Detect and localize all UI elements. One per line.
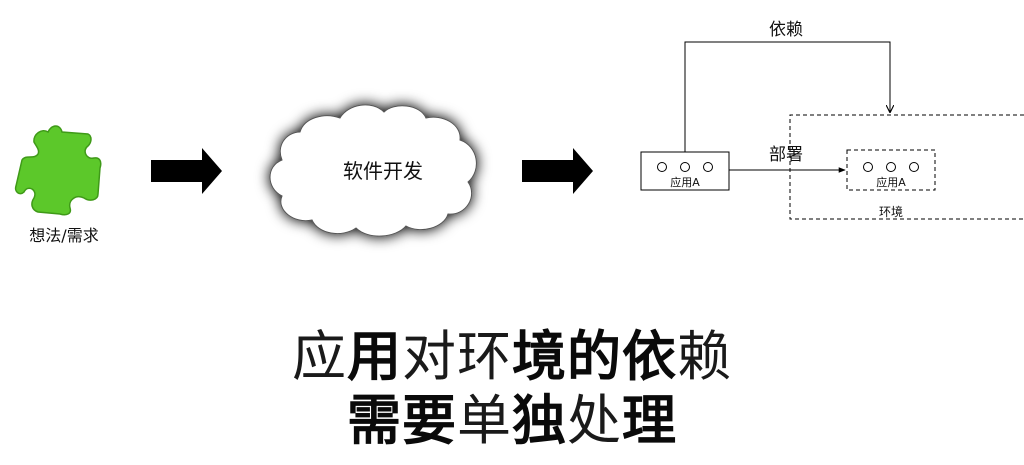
headline-char: 赖 <box>677 325 732 388</box>
headline-char: 单 <box>457 389 512 452</box>
software-dev-label: 软件开发 <box>343 159 423 183</box>
dependency-connector <box>684 41 890 152</box>
puzzle-piece-shape <box>14 125 102 216</box>
port-circle <box>909 162 919 172</box>
headline-char: 依 <box>622 325 677 388</box>
app-source-box: 应用A <box>640 151 730 191</box>
deploy-label: 部署 <box>769 145 803 165</box>
port-circle <box>680 162 690 172</box>
headline-char: 需 <box>347 389 402 452</box>
puzzle-piece-icon <box>14 125 102 216</box>
headline-line-1: 应用对环境的依赖 <box>0 326 1024 388</box>
thick-right-arrow-icon <box>151 148 222 194</box>
port-circle <box>863 162 873 172</box>
headline-char: 应 <box>292 325 347 388</box>
headline-char: 用 <box>347 325 402 388</box>
headline-char: 要 <box>402 389 457 452</box>
cloud-icon <box>269 104 477 237</box>
headline-char: 理 <box>622 389 677 452</box>
environment-boundary <box>789 114 1024 220</box>
headline-char: 独 <box>512 389 567 452</box>
headline-char: 的 <box>567 325 622 388</box>
headline-char: 环 <box>457 325 512 388</box>
flow-arrow-1 <box>151 148 222 194</box>
thick-right-arrow-icon <box>522 148 593 194</box>
headline-char: 境 <box>512 325 567 388</box>
headline-line-2: 需要单独处理 <box>0 390 1024 452</box>
app-source-label: 应用A <box>670 175 700 189</box>
port-circle <box>886 162 896 172</box>
app-deployed-box: 应用A <box>846 149 936 191</box>
cloud-shape <box>269 104 477 237</box>
headline-char: 处 <box>567 389 622 452</box>
port-circle <box>703 162 713 172</box>
flow-arrow-2 <box>522 148 593 194</box>
port-circle <box>657 162 667 172</box>
app-deployed-label: 应用A <box>876 175 906 189</box>
idea-label: 想法/需求 <box>29 226 98 245</box>
headline-char: 对 <box>402 325 457 388</box>
dependency-label: 依赖 <box>769 20 803 40</box>
environment-label: 环境 <box>879 204 903 219</box>
